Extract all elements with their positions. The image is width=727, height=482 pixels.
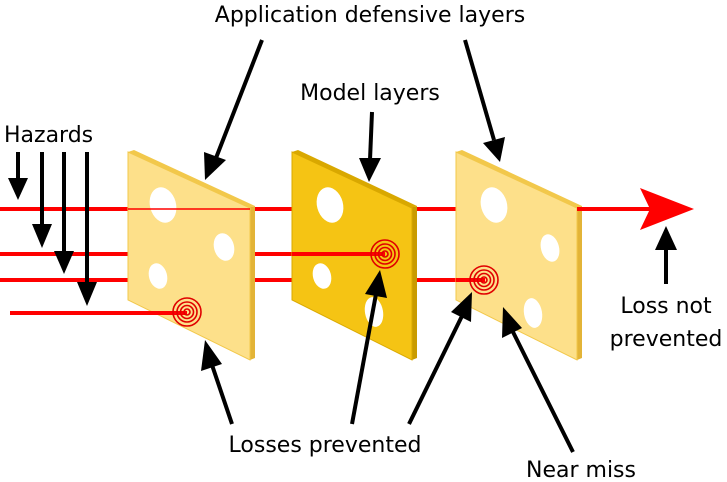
hole <box>312 263 332 289</box>
near-miss-label: Near miss <box>526 458 636 482</box>
loss-not-prevented-label-line1: Loss not <box>620 294 712 319</box>
hole <box>523 298 543 328</box>
hole <box>540 234 560 262</box>
hazards-label: Hazards <box>4 123 93 148</box>
application-layer-2 <box>455 150 582 361</box>
application-layer-1 <box>127 150 255 361</box>
arrowhead-icon <box>640 188 694 230</box>
losses-prevented-label: Losses prevented <box>229 433 422 458</box>
hole <box>213 233 235 261</box>
hole <box>148 263 168 289</box>
hazard-lines-back <box>0 207 456 315</box>
pointer-arrows <box>8 39 677 453</box>
application-layers-label: Application defensive layers <box>215 3 525 28</box>
hole <box>316 187 344 223</box>
model-layers-label: Model layers <box>300 81 440 106</box>
loss-not-prevented-label-line2: prevented <box>610 327 723 352</box>
hole <box>480 187 508 223</box>
hole <box>149 187 177 223</box>
